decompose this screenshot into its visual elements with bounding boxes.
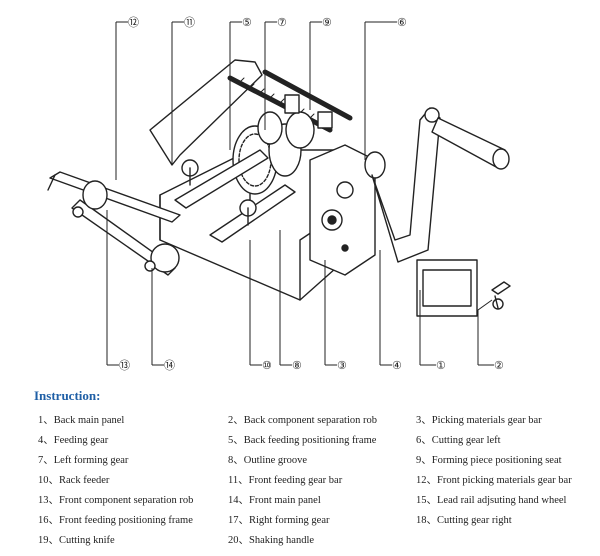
legend-item-18: 18、Cutting gear right — [416, 515, 512, 526]
legend-item-3: 3、Picking materials gear bar — [416, 415, 542, 426]
callout-6: ⑥ — [397, 17, 407, 29]
legend-item-20: 20、Shaking handle — [228, 535, 315, 546]
instruction-title: Instruction: — [34, 388, 101, 403]
legend-item-2: 2、Back component separation rob — [228, 415, 377, 426]
legend-item-14: 14、Front main panel — [228, 495, 321, 506]
legend-item-19: 19、Cutting knife — [38, 535, 115, 546]
feeding-positioning-frames — [174, 149, 296, 243]
legend-item-13: 13、Front component separation rob — [38, 495, 194, 506]
legend-item-12: 12、Front picking materials gear bar — [416, 475, 572, 486]
callout-1: ① — [436, 360, 446, 372]
front-main-panel-side — [309, 144, 376, 276]
callout-10: ⑩ — [262, 360, 272, 372]
rack-feeder — [47, 171, 181, 276]
legend-item-10: 10、Rack feeder — [38, 475, 110, 486]
inset-components — [416, 259, 511, 317]
legend-item-8: 8、Outline groove — [228, 455, 308, 466]
legend-item-17: 17、Right forming gear — [228, 515, 330, 526]
callout-5: ⑤ — [242, 17, 252, 29]
legend-item-6: 6、Cutting gear left — [416, 435, 501, 446]
leader-lines — [106, 21, 494, 366]
legend-item-16: 16、Front feeding positioning frame — [38, 515, 193, 526]
legend-item-7: 7、Left forming gear — [38, 455, 129, 466]
legend-item-15: 15、Lead rail adjsuting hand wheel — [416, 495, 567, 506]
callout-9: ⑨ — [322, 17, 332, 29]
callout-14: ⑭ — [164, 359, 175, 372]
legend-item-4: 4、Feeding gear — [38, 435, 109, 446]
callout-13: ⑬ — [119, 359, 130, 372]
callout-8: ⑧ — [292, 360, 302, 372]
callout-2: ② — [494, 360, 504, 372]
callout-3: ③ — [337, 360, 347, 372]
machine-diagram: ⑫ ⑪ ⑤ ⑦ ⑨ ⑥ ⑬ ⑭ ⑩ ⑧ ③ ④ ① ② — [47, 16, 511, 372]
callout-7: ⑦ — [277, 17, 287, 29]
threaded-rods — [227, 69, 353, 133]
legend-item-5: 5、Back feeding positioning frame — [228, 435, 377, 446]
callout-12: ⑫ — [128, 16, 139, 29]
callout-11: ⑪ — [184, 16, 195, 29]
callout-4: ④ — [392, 360, 402, 372]
legend-item-9: 9、Forming piece positioning seat — [416, 455, 562, 466]
legend-item-1: 1、Back main panel — [38, 415, 125, 426]
legend-item-11: 11、Front feeding gear bar — [228, 475, 343, 486]
instruction-legend: 1、Back main panel 2、Back component separ… — [38, 413, 598, 548]
shaking-handle — [364, 107, 510, 263]
